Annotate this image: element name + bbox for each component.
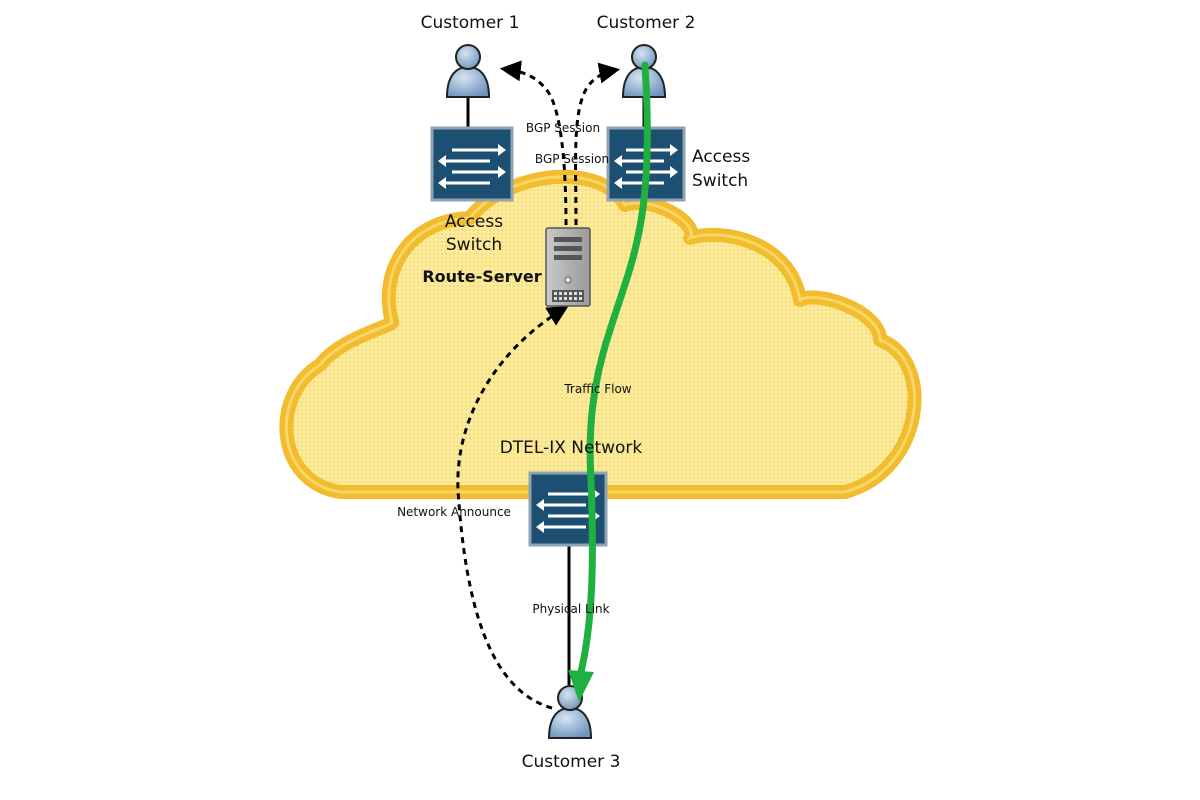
customer-3-label: Customer 3 — [522, 752, 621, 772]
person-icon — [547, 685, 593, 739]
access-switch-left — [430, 126, 514, 202]
cloud-shape — [279, 169, 922, 499]
route-server-label: Route-Server — [422, 267, 541, 286]
switch-icon — [438, 144, 506, 189]
network-announce-arrow — [456, 305, 569, 710]
bgp-session-arrow-1 — [499, 60, 568, 226]
traffic-flow-arrow — [568, 61, 651, 702]
customer-2-label: Customer 2 — [597, 13, 696, 33]
traffic-flow-label: Traffic Flow — [563, 382, 631, 396]
route-server — [545, 227, 591, 307]
network-label: DTEL-IX Network — [500, 438, 643, 458]
bgp-session-label-1: BGP Session — [526, 121, 600, 135]
customer-1-node — [445, 44, 491, 98]
switch-icon — [614, 144, 678, 189]
physical-link-label: Physical Link — [532, 602, 609, 616]
bgp-session-arrow-2 — [574, 62, 621, 226]
customer-3-node — [547, 685, 593, 739]
access-switch-right-label-line2: Switch — [692, 171, 748, 191]
access-switch-left-label-line2: Switch — [446, 235, 502, 255]
access-switch-left-label-line1: Access — [445, 212, 503, 232]
network-announce-label: Network Announce — [397, 505, 511, 519]
person-icon — [445, 44, 491, 98]
bgp-session-label-2: BGP Session — [535, 152, 609, 166]
server-icon — [552, 237, 584, 302]
customer-1-label: Customer 1 — [421, 13, 520, 33]
access-switch-right-label-line1: Access — [692, 147, 750, 167]
